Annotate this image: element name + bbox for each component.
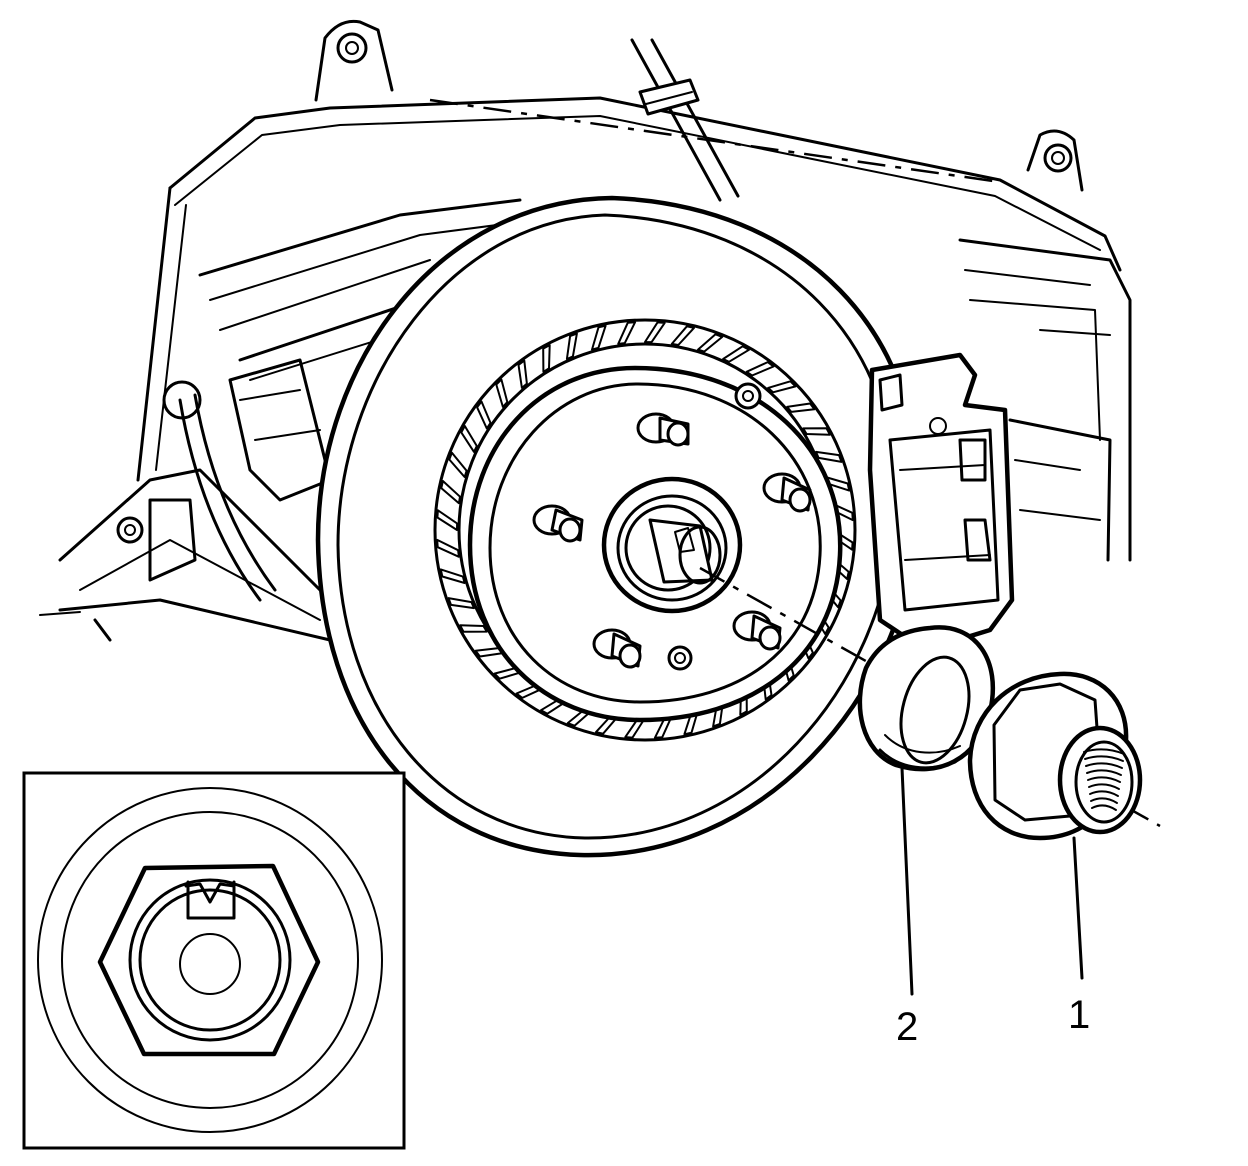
callout-label-2: 2 (896, 1005, 918, 1049)
nut-thread (1087, 776, 1121, 783)
suspension-arm (39, 358, 332, 642)
axle-hub-nut (967, 671, 1143, 841)
rotor-slot (517, 359, 528, 389)
rotor-slot (670, 325, 695, 346)
rotor-slot (542, 344, 551, 373)
nut-thread (1083, 748, 1125, 755)
nut-threads (1083, 748, 1125, 811)
rotor-slot (439, 568, 466, 584)
wheel-studs (532, 412, 812, 671)
rotor-slot (565, 332, 578, 360)
rotor-slot (436, 509, 459, 531)
hub-nut-washer (857, 625, 996, 772)
rotor-slot (495, 378, 509, 408)
nut-thread (1085, 762, 1123, 769)
nut-thread (1088, 783, 1120, 790)
callout-2-leader (900, 766, 914, 996)
rotor-slot (697, 333, 724, 353)
rotor-slot (617, 321, 637, 345)
callout-1-leader (1072, 836, 1084, 980)
rotor-slot (815, 450, 843, 463)
brake-caliper (867, 352, 1015, 653)
rotor-slot (447, 597, 475, 610)
rotor-slot (786, 402, 816, 413)
nut-thread (1086, 769, 1122, 776)
nut-thread (1091, 804, 1117, 811)
rotor-slot (722, 345, 750, 363)
rotor-slot (436, 538, 460, 558)
rotor-slot (476, 400, 492, 430)
nut-thread (1084, 755, 1124, 762)
inset-detail-staked-nut (22, 771, 406, 1150)
rotor-slot (767, 380, 797, 394)
rotor-slot (745, 361, 775, 377)
brake-rotor (315, 195, 922, 858)
rotor-slot (802, 427, 831, 436)
vehicle-body-outline (136, 19, 1132, 562)
rotor-slot (460, 425, 478, 453)
nut-thread (1089, 790, 1119, 797)
callout-label-1: 1 (1068, 993, 1090, 1037)
rotor-slot (440, 480, 461, 505)
rotor-slot (644, 321, 666, 344)
rotor-slot (448, 451, 468, 478)
nut-thread (1090, 797, 1118, 804)
rotor-slot (459, 624, 488, 633)
rotor-slot (591, 324, 607, 351)
